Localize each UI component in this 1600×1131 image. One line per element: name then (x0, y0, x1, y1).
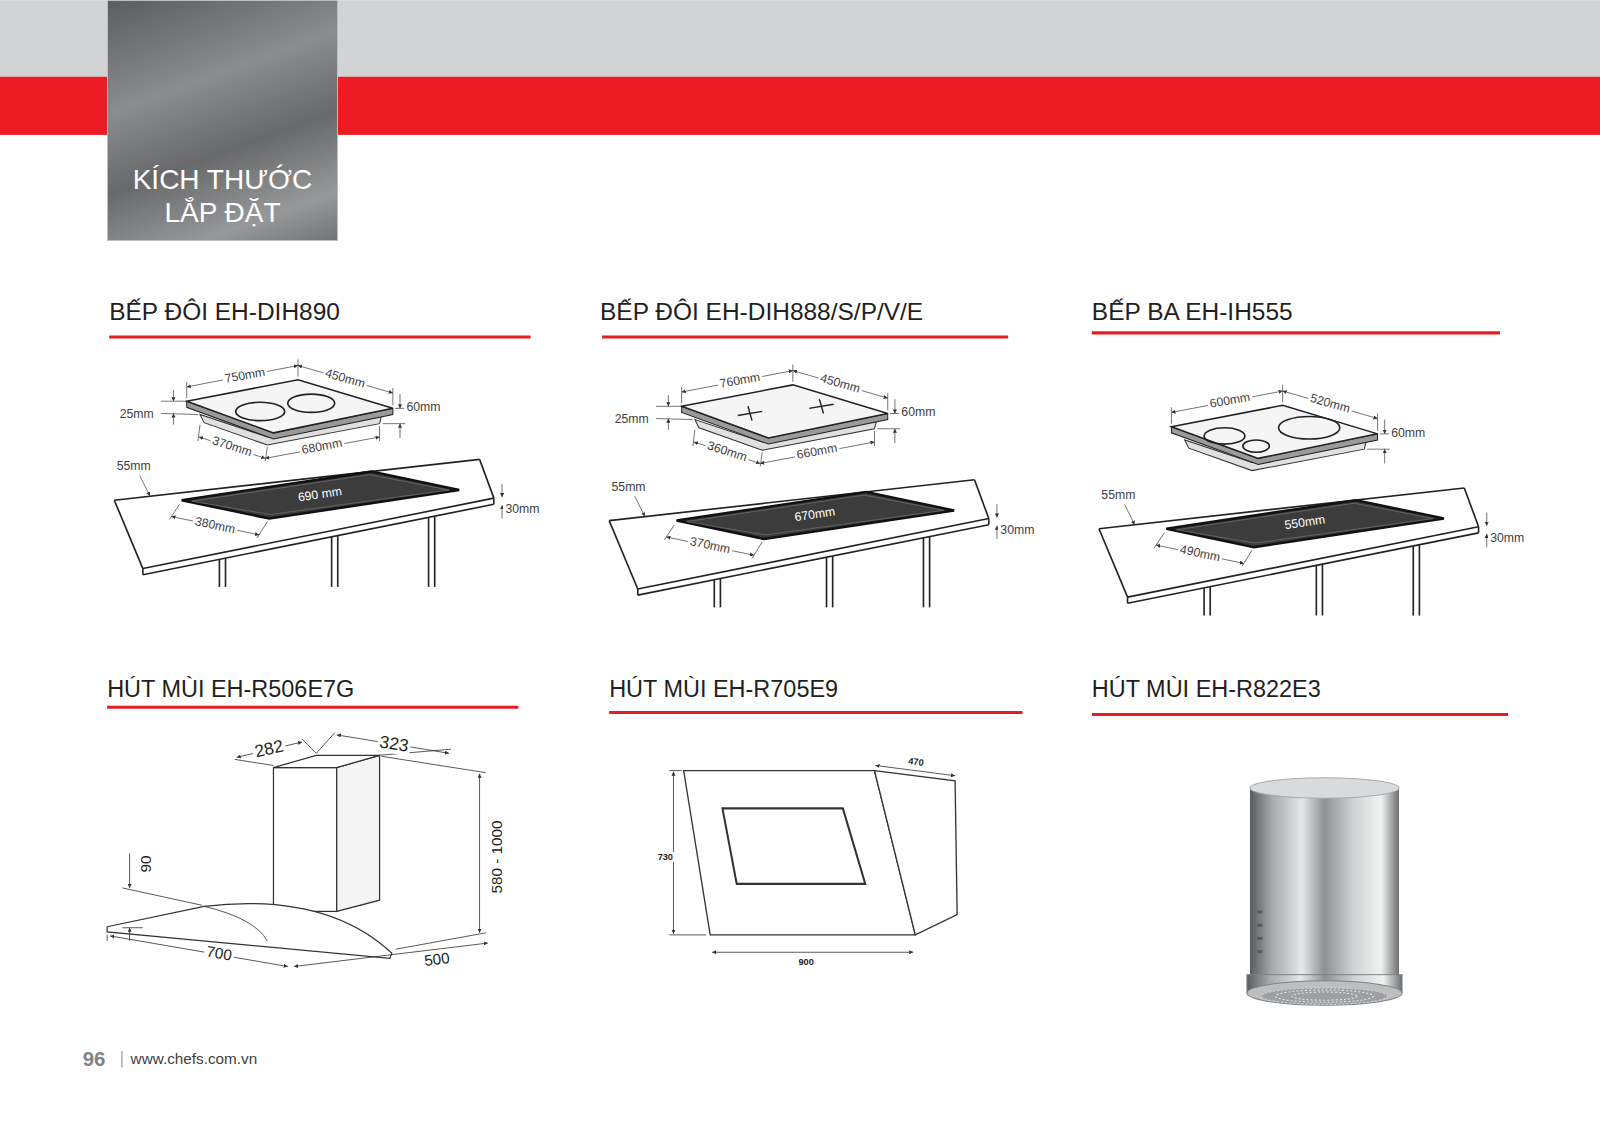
dimension-label: 660mm (794, 441, 841, 462)
dimension-label: 760mm (717, 370, 763, 391)
website-url: www.chefs.com.vn (131, 1051, 258, 1068)
product-heading: BẾP ĐÔI EH-DIH890 (109, 299, 340, 326)
dimension-label: 750mm (222, 365, 268, 386)
product-heading: BẾP ĐÔI EH-DIH888/S/P/V/E (600, 299, 923, 326)
dimension-label: 450mm (322, 366, 369, 391)
dimension-label: 500 (421, 950, 452, 970)
dimension-label: 323 (376, 732, 412, 756)
dimension-label: 60mm (404, 401, 442, 414)
product-heading: HÚT MÙI EH-R506E7G (107, 677, 354, 703)
dimension-label: 90 (137, 854, 154, 875)
dimension-label: 730 (656, 852, 675, 862)
dimension-label: 900 (796, 957, 815, 967)
dimension-label: 450mm (816, 371, 863, 396)
dimension-label: 520mm (1306, 391, 1353, 416)
dimension-label: 30mm (998, 524, 1036, 537)
page-number: 96 (83, 1048, 106, 1070)
dimension-label: 470 (906, 756, 926, 768)
dimension-label: 700 (203, 943, 235, 965)
dimension-label: 60mm (1389, 427, 1427, 440)
product-heading: HÚT MÙI EH-R705E9 (609, 677, 838, 703)
dimension-label: 25mm (118, 409, 156, 422)
dimension-label: 60mm (899, 407, 937, 420)
dimension-label: 600mm (1206, 390, 1252, 411)
dimension-label: 25mm (613, 414, 651, 427)
dimension-label: 282 (251, 736, 287, 762)
dimension-label: 55mm (610, 481, 648, 494)
dimension-label: 680mm (299, 436, 346, 457)
section-tab: KÍCH THƯỚC LẮP ĐẶT (107, 0, 338, 241)
dimension-label: 30mm (1488, 532, 1526, 545)
dimension-label: 30mm (503, 503, 541, 516)
product-heading: HÚT MÙI EH-R822E3 (1092, 677, 1321, 703)
dimension-label: 55mm (1099, 489, 1137, 502)
dimension-label: 580 - 1000 (489, 819, 506, 896)
product-heading: BẾP BA EH-IH555 (1092, 299, 1293, 326)
section-title: KÍCH THƯỚC LẮP ĐẶT (118, 163, 327, 230)
dimension-label: 55mm (115, 461, 153, 474)
